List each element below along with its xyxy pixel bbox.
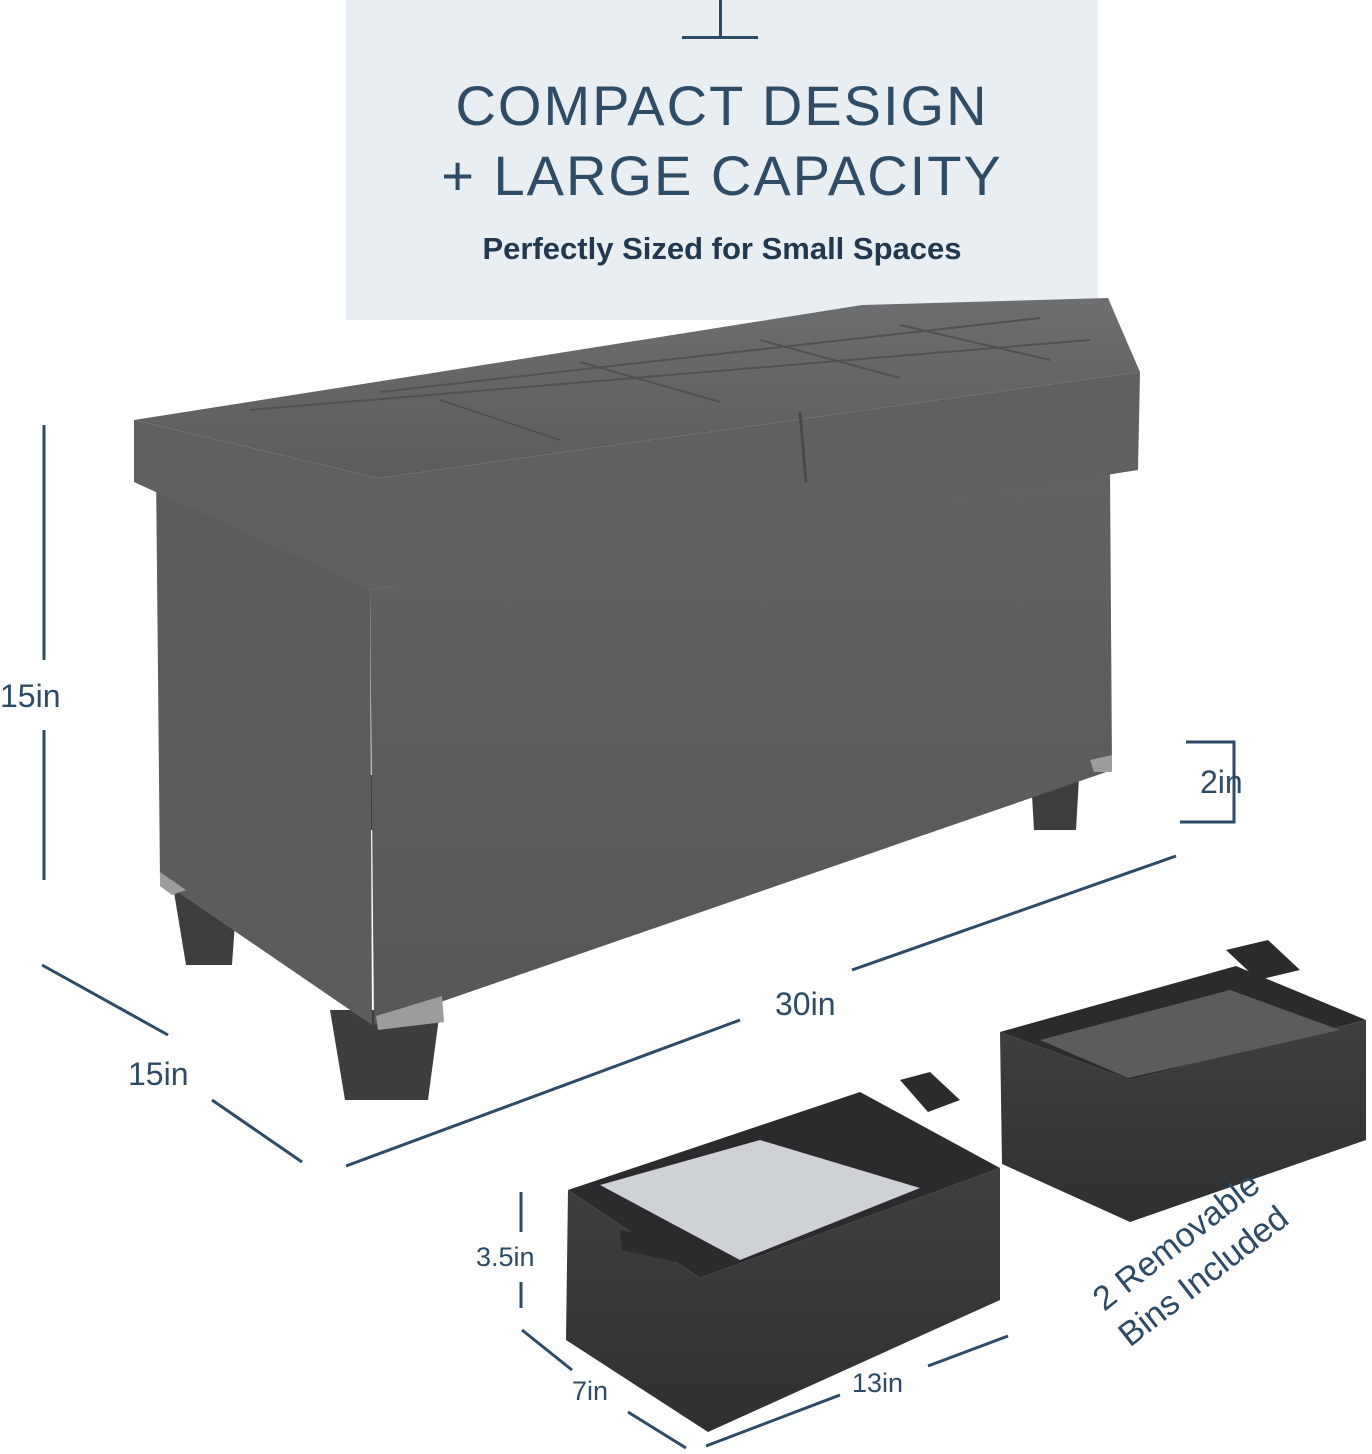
label-bin-height: 3.5in <box>476 1242 535 1272</box>
dim-line-bench-depth <box>41 963 169 1037</box>
bench-side-panel <box>156 470 372 1025</box>
bin-back-floor <box>1040 990 1340 1078</box>
lid-tufting <box>249 317 1091 441</box>
headline-line2: + LARGE CAPACITY <box>441 144 1003 207</box>
bin-front-handle <box>900 1072 960 1112</box>
dim-line-bin-depth <box>627 1410 687 1450</box>
dim-line-bin-depth <box>521 1328 573 1372</box>
dim-line-bench-depth <box>211 1098 303 1164</box>
dim-line-bench-width <box>851 854 1177 972</box>
lid-seam <box>798 411 808 483</box>
removable-bin-front <box>566 1072 1000 1432</box>
header-panel: COMPACT DESIGN + LARGE CAPACITY Perfectl… <box>346 0 1098 320</box>
dim-line-bin-width <box>705 1393 841 1448</box>
bin-front-contents <box>600 1140 920 1260</box>
bench-corner-bracket <box>376 996 444 1030</box>
headline-line1: COMPACT DESIGN <box>455 74 989 137</box>
storage-bench <box>134 298 1140 1100</box>
label-bench-height: 15in <box>0 678 61 714</box>
bench-lid-front <box>134 372 1140 590</box>
dim-line-bin-width <box>927 1334 1009 1368</box>
bin-back-body <box>1000 1020 1366 1222</box>
header-tick-decoration <box>719 0 722 38</box>
dim-bracket-leg-height <box>1180 740 1236 824</box>
bench-corner-bracket <box>1090 755 1112 772</box>
bench-leg-front-left <box>330 1010 440 1100</box>
dim-line-bench-width <box>345 1018 741 1168</box>
dimension-lines <box>41 425 1236 1450</box>
label-leg-height: 2in <box>1200 764 1243 800</box>
bench-lid-top <box>134 298 1140 478</box>
label-bench-width: 30in <box>775 986 836 1022</box>
label-bin-width: 13in <box>852 1368 904 1398</box>
label-bench-depth: 15in <box>128 1056 189 1092</box>
bin-front-handle <box>620 1230 690 1265</box>
bin-back-handle <box>1226 940 1300 980</box>
header-tick-bar <box>682 36 758 39</box>
removable-bin-back <box>1000 940 1366 1222</box>
label-bin-depth: 7in <box>572 1376 609 1406</box>
bin-front-body <box>566 1168 1000 1432</box>
bench-front-panel <box>370 470 1112 1025</box>
bench-corner-bracket <box>160 872 186 895</box>
subheadline: Perfectly Sized for Small Spaces <box>482 231 962 266</box>
